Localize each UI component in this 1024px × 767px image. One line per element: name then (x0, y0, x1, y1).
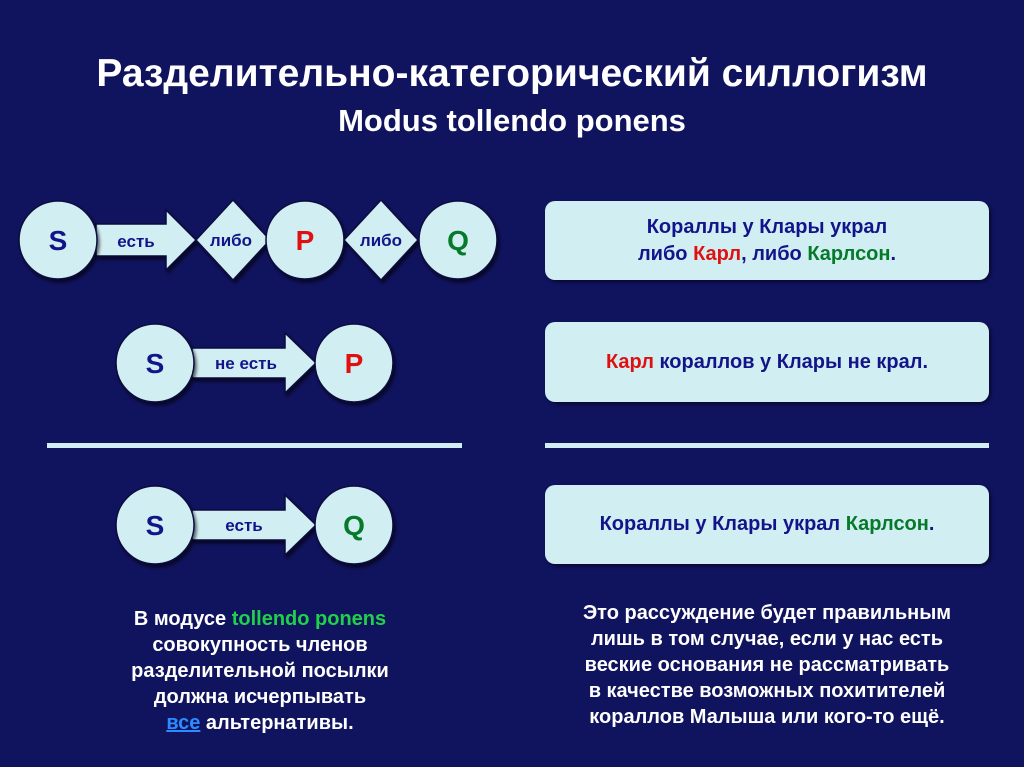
note-left-intro: В модусе (133, 608, 232, 630)
row1-q-letter: Q (447, 225, 469, 256)
row3-q-letter: Q (343, 510, 365, 541)
row1-diamond-2 (342, 198, 420, 282)
example-box-major-premise: Кораллы у Клары украл либо Карл, либо Ка… (545, 201, 989, 280)
left-note: В модусе tollendo ponens совокупность чл… (40, 606, 480, 736)
row2-premise: S не есть P (115, 323, 394, 403)
right-note: Это рассуждение будет правильным лишь в … (520, 600, 1014, 730)
note-left-line3: разделительной посылки (131, 660, 389, 682)
note-left-line4: должна исчерпывать (153, 686, 367, 708)
box1-karlson: Карлсон (807, 242, 891, 265)
row1-p-letter: P (296, 225, 315, 256)
note-left-term: tollendo ponens (231, 608, 387, 630)
box3-dot: . (928, 513, 935, 535)
row2-circle-p (314, 323, 394, 403)
row1-premise: S есть либо P либо Q (18, 198, 498, 282)
note-right-line5: кораллов Малыша или кого-то ещё. (589, 706, 945, 728)
box2-karl: Карл (605, 350, 654, 373)
note-left-all-link[interactable]: все (166, 712, 201, 734)
example-box-conclusion: Кораллы у Клары украл Карлсон. (545, 485, 989, 564)
row3-est-label: есть (225, 516, 262, 535)
row1-libo1-label: либо (210, 231, 252, 250)
row1-arrow-shape (95, 208, 198, 272)
note-right-line3: веские основания не рассматривать (584, 654, 950, 676)
box2-rest: кораллов у Клары не крал. (653, 350, 928, 373)
row3-circle-s (115, 485, 195, 565)
box1-karl: Карл (693, 242, 742, 265)
box1-line1: Кораллы у Клары украл (646, 215, 888, 238)
right-separator-line (545, 443, 989, 448)
note-left-line5-rest: альтернативы. (200, 712, 354, 734)
row2-circle-s (115, 323, 195, 403)
row3-conclusion: S есть Q (115, 485, 394, 565)
row1-s-letter: S (49, 225, 68, 256)
row2-ne-est-label: не есть (215, 354, 277, 373)
row1-libo2-label: либо (360, 231, 402, 250)
row3-circle-q (314, 485, 394, 565)
row1-circle-q (418, 200, 498, 280)
example-box-minor-premise: Карл кораллов у Клары не крал. (545, 322, 989, 402)
note-right-line1: Это рассуждение будет правильным (582, 602, 952, 624)
row1-est-label: есть (117, 232, 154, 251)
box1-either: либо (637, 242, 694, 265)
row2-s-letter: S (146, 348, 165, 379)
slide-subtitle: Modus tollendo ponens (338, 103, 686, 138)
note-right-line4: в качестве возможных похитителей (588, 680, 946, 702)
row3-arrow-shape (191, 493, 318, 557)
box3-karlson: Карлсон (845, 513, 929, 535)
row1-diamond-1 (194, 198, 272, 282)
row1-circle-s (18, 200, 98, 280)
box1-comma-either: , либо (741, 242, 808, 265)
row2-arrow-shape (191, 331, 318, 395)
left-separator-line (47, 443, 462, 448)
slide-title: Разделительно-категорический силлогизм (96, 52, 928, 95)
note-left-line2: совокупность членов (152, 634, 368, 656)
box1-dot: . (890, 242, 897, 265)
note-right-line2: лишь в том случае, если у нас есть (590, 628, 944, 650)
row3-s-letter: S (146, 510, 165, 541)
row2-p-letter: P (345, 348, 364, 379)
box3-text: Кораллы у Клары украл (599, 513, 846, 535)
